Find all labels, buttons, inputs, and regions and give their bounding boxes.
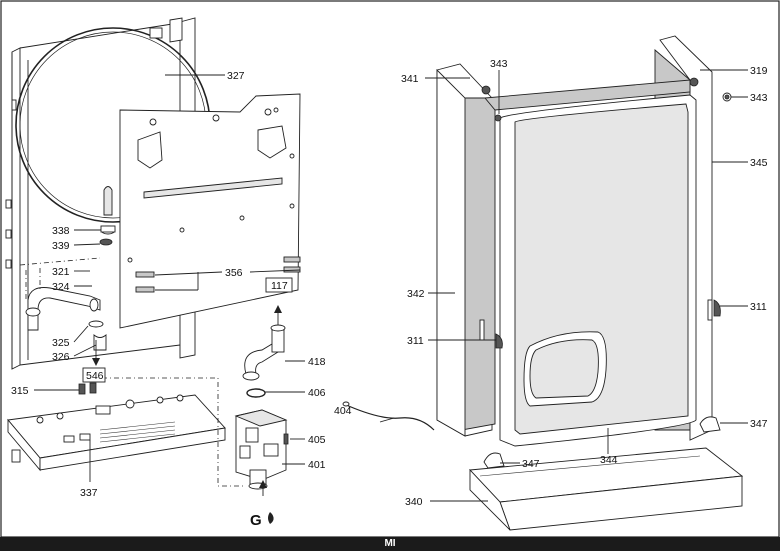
footer-bar: MI bbox=[0, 537, 780, 551]
label-341: 341 bbox=[401, 73, 419, 85]
mounting-plate bbox=[119, 93, 301, 329]
leader-lines bbox=[34, 69, 748, 502]
label-315: 315 bbox=[11, 385, 29, 397]
label-356: 356 bbox=[225, 267, 243, 279]
burner-tray-337 bbox=[7, 394, 226, 472]
sensor-405 bbox=[283, 433, 289, 445]
label-339: 339 bbox=[52, 240, 70, 252]
label-325: 325 bbox=[52, 337, 70, 349]
bottom-tray-340 bbox=[469, 447, 744, 531]
top-bar bbox=[484, 79, 691, 111]
label-401: 401 bbox=[308, 459, 326, 471]
label-404: 404 bbox=[334, 405, 352, 417]
arrow-117-head bbox=[274, 305, 282, 313]
label-311-left: 311 bbox=[407, 335, 424, 347]
box-117 bbox=[265, 277, 293, 293]
gas-valve-401 bbox=[234, 409, 288, 490]
gas-pipe-418 bbox=[242, 324, 286, 381]
dash-link bbox=[90, 377, 245, 487]
cable-404 bbox=[342, 401, 435, 431]
label-338: 338 bbox=[52, 225, 70, 237]
label-345: 345 bbox=[750, 157, 768, 169]
screws-315 bbox=[78, 382, 97, 395]
screws-343 bbox=[481, 77, 732, 122]
label-326: 326 bbox=[52, 351, 70, 363]
label-405: 405 bbox=[308, 434, 326, 446]
arrow-326-head bbox=[92, 358, 100, 366]
label-327: 327 bbox=[227, 70, 245, 82]
label-340: 340 bbox=[405, 496, 423, 508]
box-546 bbox=[82, 367, 106, 383]
label-321: 321 bbox=[52, 266, 70, 278]
feet-347 bbox=[483, 416, 721, 469]
gas-inlet-arrow-head bbox=[259, 480, 267, 488]
label-418: 418 bbox=[308, 356, 326, 368]
connector-338 bbox=[100, 186, 116, 235]
gas-symbol: G bbox=[250, 512, 262, 529]
pipes-321-324 bbox=[19, 257, 101, 331]
label-347-right: 347 bbox=[750, 418, 768, 430]
label-324: 324 bbox=[52, 281, 70, 293]
label-344: 344 bbox=[600, 454, 618, 466]
label-319: 319 bbox=[750, 65, 768, 77]
seal-406 bbox=[246, 388, 266, 398]
flame-icon bbox=[268, 512, 274, 524]
side-panel-342 bbox=[436, 63, 496, 437]
latches-311 bbox=[495, 299, 721, 349]
label-342: 342 bbox=[407, 288, 425, 300]
label-406: 406 bbox=[308, 387, 326, 399]
label-347-left: 347 bbox=[522, 458, 540, 470]
label-343-right: 343 bbox=[750, 92, 768, 104]
front-panel-344 bbox=[499, 94, 697, 447]
label-337: 337 bbox=[80, 487, 98, 499]
label-117: 117 bbox=[271, 280, 288, 292]
label-311-right: 311 bbox=[750, 301, 767, 313]
label-546: 546 bbox=[86, 370, 104, 382]
washer-339 bbox=[99, 238, 113, 246]
clips-356 bbox=[135, 256, 301, 293]
label-343-top: 343 bbox=[490, 58, 508, 70]
gasket-325-326 bbox=[88, 320, 107, 351]
